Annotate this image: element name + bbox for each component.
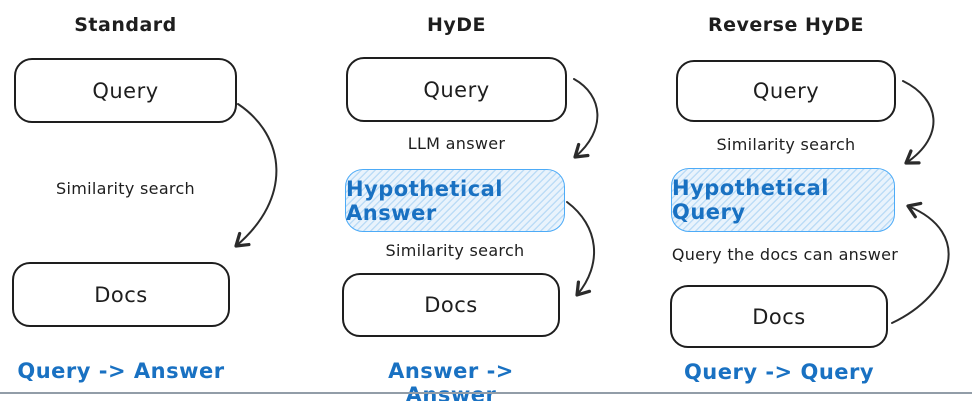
arrow-hyde-query-to-hypothetical-answer [573,78,599,159]
reverse-hyde-query-node: Query [676,60,896,122]
hyde-similarity-search-label: Similarity search [385,241,525,260]
arrow-reverse-query-to-hypothetical-query [902,80,935,165]
reverse-hyde-hypothetical-query-node: Hypothetical Query [671,168,895,232]
hyde-llm-answer-label: LLM answer [407,134,506,153]
arrow-reverse-docs-to-hypothetical-query [891,201,950,324]
column-title-hyde: HyDE [426,14,487,36]
bottom-divider-line [0,392,972,394]
hyde-query-node: Query [346,57,567,122]
reverse-hyde-similarity-search-label: Similarity search [716,135,856,154]
arrow-hyde-hypothetical-answer-to-docs [566,201,596,297]
reverse-hyde-docs-node: Docs [670,285,888,348]
standard-docs-node: Docs [12,262,230,327]
hyde-hypothetical-answer-node: Hypothetical Answer [345,169,565,232]
hyde-summary: Answer -> Answer [388,359,514,401]
reverse-hyde-summary: Query -> Query [683,360,875,384]
reverse-hyde-query-docs-can-answer-label: Query the docs can answer [671,245,899,264]
arrow-standard-query-to-docs [234,103,278,248]
hyde-docs-node: Docs [342,273,560,337]
column-title-reverse-hyde: Reverse HyDE [707,14,864,36]
standard-query-node: Query [14,58,237,123]
standard-summary: Query -> Answer [17,359,225,383]
column-title-standard: Standard [74,14,177,36]
standard-similarity-search-label: Similarity search [56,179,195,198]
